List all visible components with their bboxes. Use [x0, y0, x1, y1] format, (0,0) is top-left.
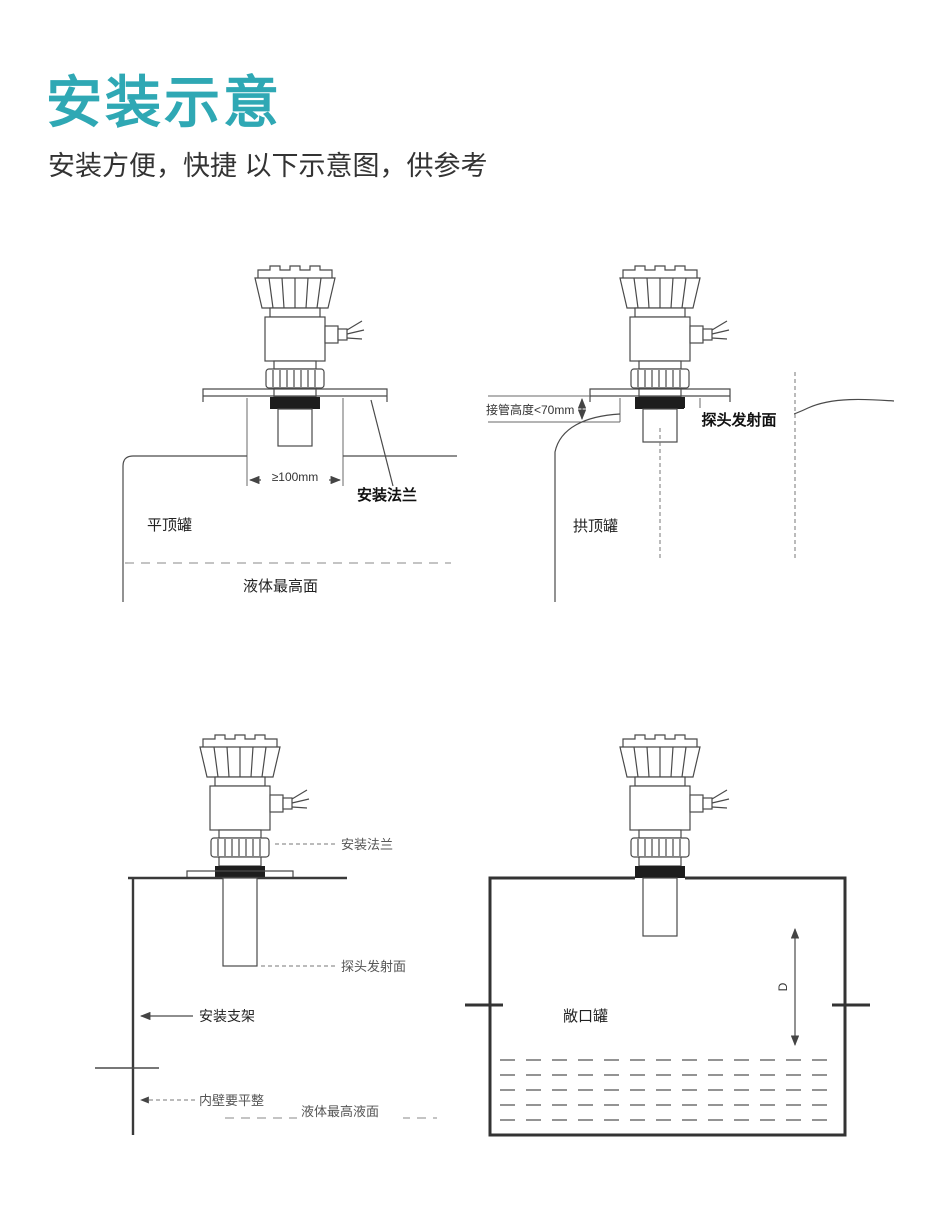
probe-label-bg: [684, 408, 794, 431]
wall-label: 内壁要平整: [199, 1093, 264, 1108]
nozzle-walls: [246, 398, 344, 486]
bracket-mount-diagram: 安装法兰 探头发射面 安装支架 内壁要平整 液体最高液面: [95, 734, 437, 1135]
probe-face-label: 探头发射面: [701, 411, 776, 429]
sensor-horn: [277, 408, 313, 447]
flange-label: 安装法兰: [357, 486, 417, 504]
arch-top-tank-diagram: 接管高度<70mm 探头发射面 拱顶罐: [486, 265, 895, 602]
sensor: [199, 734, 310, 879]
tank-left-wall-and-arch: [554, 413, 621, 602]
flange-label: 安装法兰: [341, 837, 393, 852]
liquid-level-label: 液体最高液面: [301, 1104, 379, 1119]
sensor: [619, 734, 730, 879]
tank-top-outline: [122, 455, 457, 602]
page-title: 安装示意: [46, 71, 282, 134]
flat-top-tank-diagram: ≥100mm 安装法兰 平顶罐 液体最高面: [122, 265, 457, 602]
nozzle-height-label: 接管高度<70mm: [486, 402, 574, 417]
liquid-hatching: [500, 1059, 837, 1121]
mounting-flange-plate: [202, 388, 388, 402]
liquid-label-bg: [297, 1103, 403, 1120]
mounting-flange-plate: [186, 870, 294, 878]
opening-dimension-label: ≥100mm: [272, 470, 319, 484]
depth-dimension-label: D: [776, 982, 790, 991]
sensor-horn: [222, 877, 258, 967]
open-tank-diagram: 敞口罐 D: [465, 734, 870, 1137]
nozzle-height-reference-lines: [488, 395, 620, 423]
dimension-text-bg: [261, 469, 329, 485]
tank-label: 平顶罐: [147, 517, 192, 534]
tank-outline: [488, 876, 847, 1137]
bracket-label: 安装支架: [199, 1008, 255, 1024]
flange-leader-line: [370, 399, 394, 487]
tank-label: 拱顶罐: [573, 518, 618, 535]
liquid-level-label: 液体最高面: [243, 578, 318, 595]
sensor: [254, 265, 365, 410]
sensor: [619, 265, 730, 410]
tank-label: 敞口罐: [563, 1008, 608, 1025]
probe-face-label: 探头发射面: [341, 959, 406, 974]
sensor-horn: [642, 877, 678, 937]
page-subtitle: 安装方便，快捷 以下示意图，供参考: [48, 151, 488, 181]
